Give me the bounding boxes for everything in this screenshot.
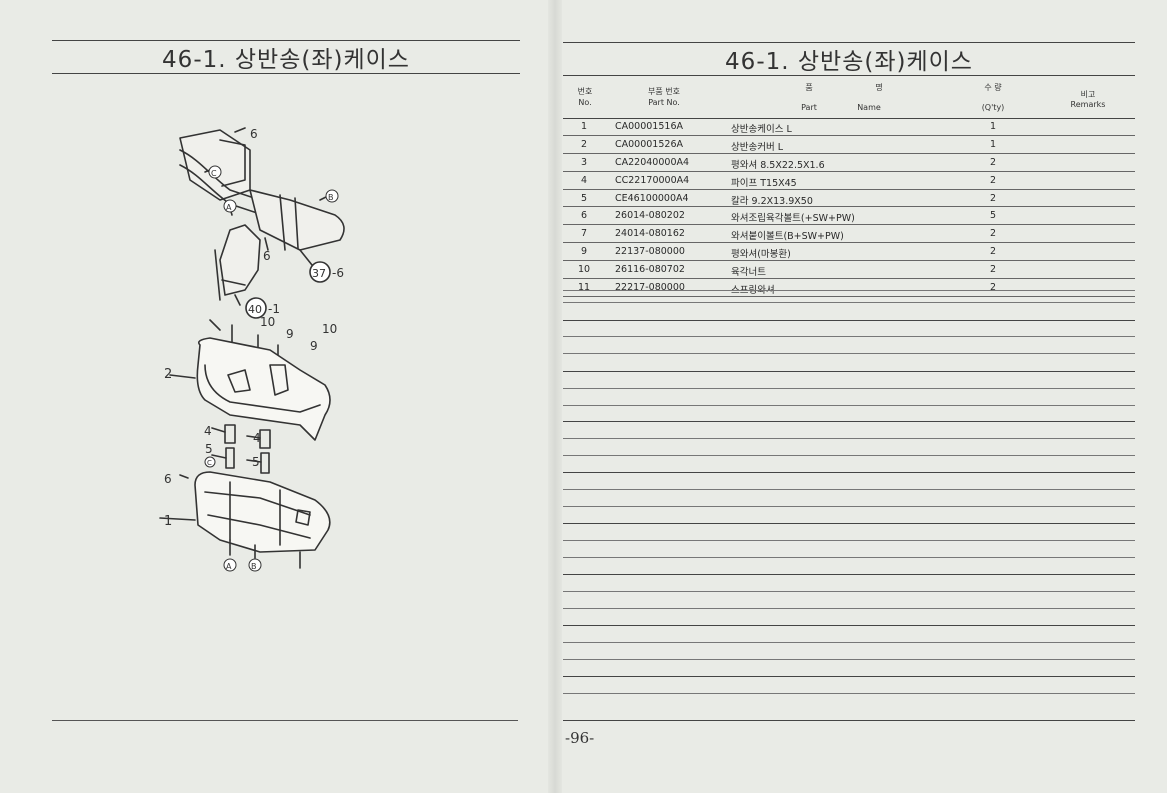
header-name-ko-1: 품 xyxy=(805,83,813,92)
table-row: 10 26116-080702 육각너트 2 xyxy=(563,261,1135,280)
cell-qty: 2 xyxy=(989,156,997,168)
callout-6-top: 6 xyxy=(250,127,258,141)
header-remarks-en: Remarks xyxy=(1070,100,1106,109)
callout-2: 2 xyxy=(164,367,172,382)
cell-part-no: 24014-080162 xyxy=(615,228,685,240)
callout-a: A xyxy=(226,203,232,212)
header-remarks-ko: 비고 xyxy=(1080,90,1096,99)
callout-b2: B xyxy=(251,562,257,571)
cell-no: 5 xyxy=(580,192,588,204)
cell-part-no: 22217-080000 xyxy=(615,282,685,294)
header-no-en: No. xyxy=(578,98,592,107)
callout-37-suffix: -6 xyxy=(332,266,344,280)
cell-no: 4 xyxy=(580,174,588,186)
cell-part-no: CA22040000A4 xyxy=(615,156,690,168)
callout-1: 1 xyxy=(164,514,172,529)
cell-name: 파이프 T15X45 xyxy=(731,177,797,189)
callout-4a: 4 xyxy=(204,424,212,438)
exploded-parts-diagram: C 6 B A 6 37 -6 40 -1 10 10 9 9 2 4 4 5 … xyxy=(159,127,345,572)
cell-qty: 5 xyxy=(989,210,997,222)
empty-table-rows xyxy=(563,290,1135,721)
cell-qty: 2 xyxy=(989,264,997,276)
cell-name: 와셔조립육각볼트(+SW+PW) xyxy=(731,213,855,225)
cell-no: 10 xyxy=(577,264,591,276)
callout-6-mid: 6 xyxy=(263,249,271,263)
table-row: 6 26014-080202 와셔조립육각볼트(+SW+PW) 5 xyxy=(563,207,1135,226)
header-name-en-1: Part xyxy=(801,103,817,112)
callout-10a: 10 xyxy=(260,315,275,329)
cell-no: 1 xyxy=(580,121,588,132)
cell-part-no: 22137-080000 xyxy=(615,246,685,258)
header-name-en-2: Name xyxy=(857,103,881,112)
table-row: 7 24014-080162 와셔붙이볼트(B+SW+PW) 2 xyxy=(563,225,1135,244)
left-page-bottom-rule xyxy=(52,720,518,721)
cell-name: 육각너트 xyxy=(731,267,766,279)
callout-9a: 9 xyxy=(286,327,294,341)
cell-qty: 2 xyxy=(989,246,997,258)
callout-a2: A xyxy=(226,562,232,571)
cell-no: 11 xyxy=(577,282,591,294)
left-page: 46-1. 상반송(좌)케이스 xyxy=(0,0,555,793)
right-page-title: 46-1. 상반송(좌)케이스 xyxy=(563,42,1135,76)
cell-no: 2 xyxy=(580,138,588,150)
cell-name: 평와셔(마봉환) xyxy=(731,249,791,261)
cell-part-no: CE46100000A4 xyxy=(615,192,689,204)
header-qty-en: (Q'ty) xyxy=(981,103,1005,112)
header-name-ko-2: 명 xyxy=(875,83,883,92)
book-gutter xyxy=(548,0,562,793)
page-number: -96- xyxy=(565,729,595,747)
callout-37: 37 xyxy=(312,267,326,280)
cell-qty: 2 xyxy=(989,282,997,294)
parts-table-body: 1 CA00001516A 상반송케이스 L 1 2 CA00001526A 상반송커버 … xyxy=(563,118,1135,297)
cell-no: 7 xyxy=(580,228,588,240)
callout-9b: 9 xyxy=(310,339,318,353)
callout-40: 40 xyxy=(248,303,262,316)
cell-qty: 2 xyxy=(989,228,997,240)
cell-name: 평와셔 8.5X22.5X1.6 xyxy=(731,159,825,171)
callout-b: B xyxy=(328,193,334,202)
callout-c2: C xyxy=(207,459,212,467)
callout-40-suffix: -1 xyxy=(268,302,280,316)
cell-name: 와셔붙이볼트(B+SW+PW) xyxy=(731,231,844,243)
cell-no: 6 xyxy=(580,210,588,222)
table-row: 5 CE46100000A4 칼라 9.2X13.9X50 2 xyxy=(563,190,1135,208)
header-part-no-ko: 부품 번호 xyxy=(648,87,680,96)
left-page-title: 46-1. 상반송(좌)케이스 xyxy=(52,40,520,74)
cell-no: 9 xyxy=(580,246,588,258)
right-page: 46-1. 상반송(좌)케이스 번호 No. 부품 번호 Part No. 품 … xyxy=(555,0,1167,793)
callout-c: C xyxy=(211,169,217,178)
cell-qty: 1 xyxy=(989,138,997,150)
cell-qty: 1 xyxy=(989,121,997,132)
table-row: 9 22137-080000 평와셔(마봉환) 2 xyxy=(563,243,1135,262)
cell-part-no: CA00001526A xyxy=(615,138,683,150)
cell-name: 상반송커버 L xyxy=(731,141,784,153)
callout-5b: 5 xyxy=(252,455,260,469)
cell-part-no: 26014-080202 xyxy=(615,210,685,222)
header-qty-ko: 수 량 xyxy=(984,83,1002,92)
cell-no: 3 xyxy=(580,156,588,168)
cell-part-no: CC22170000A4 xyxy=(615,174,690,186)
cell-part-no: CA00001516A xyxy=(615,121,683,132)
callout-10b: 10 xyxy=(322,322,337,336)
header-part-no-en: Part No. xyxy=(648,98,680,107)
table-row: 2 CA00001526A 상반송커버 L 1 xyxy=(563,136,1135,154)
header-no-ko: 번호 xyxy=(577,87,593,96)
table-row: 4 CC22170000A4 파이프 T15X45 2 xyxy=(563,172,1135,190)
callout-5a: 5 xyxy=(205,442,213,456)
callout-4b: 4 xyxy=(253,431,261,445)
cell-name: 칼라 9.2X13.9X50 xyxy=(731,195,813,207)
cell-qty: 2 xyxy=(989,174,997,186)
callout-6-low: 6 xyxy=(164,472,172,486)
cell-qty: 2 xyxy=(989,192,997,204)
cell-name: 상반송케이스 L xyxy=(731,124,792,135)
parts-table-header: 번호 No. 부품 번호 Part No. 품 명 Part Name 수 량 … xyxy=(563,80,1135,119)
table-row: 1 CA00001516A 상반송케이스 L 1 xyxy=(563,118,1135,136)
cell-part-no: 26116-080702 xyxy=(615,264,685,276)
table-row: 3 CA22040000A4 평와셔 8.5X22.5X1.6 2 xyxy=(563,154,1135,172)
